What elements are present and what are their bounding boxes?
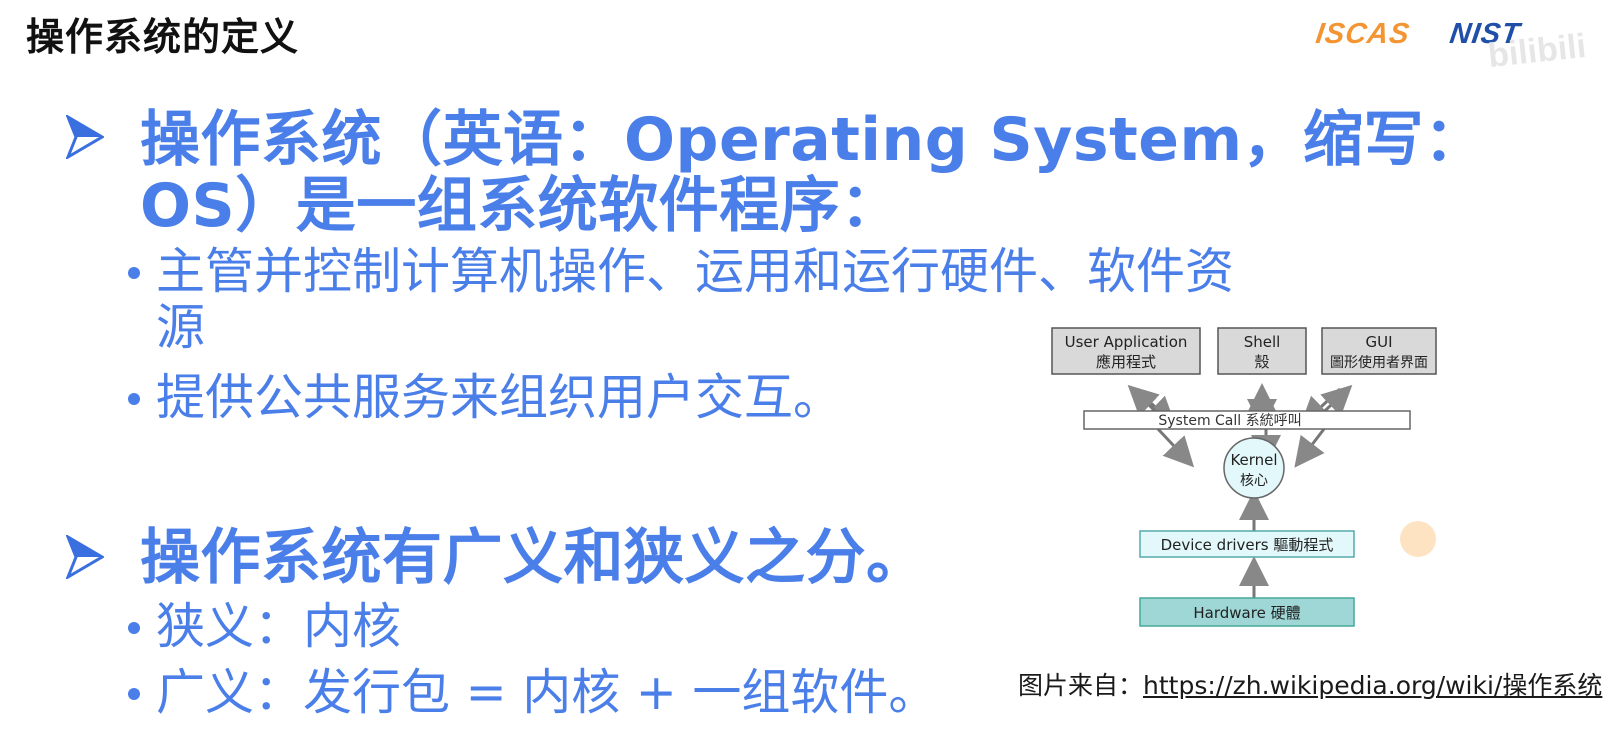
sub-bullet-control-hardware: 主管并控制计算机操作、运用和运行硬件、软件资 源 xyxy=(156,243,1235,356)
shell-label-zh: 殼 xyxy=(1254,353,1269,371)
user-application-label-zh: 應用程式 xyxy=(1096,353,1156,371)
sub-bullet-dot xyxy=(128,622,140,634)
gui-label-zh: 圖形使用者界面 xyxy=(1330,354,1428,371)
user-application-box xyxy=(1051,327,1201,375)
gui-box xyxy=(1321,327,1437,375)
bullet-heading-os-definition: 操作系统（英语：Operating System，缩写： OS）是一组系统软件程… xyxy=(140,105,1485,241)
sub-bullet-broad: 广义：发行包 = 内核 + 一组软件。 xyxy=(156,664,938,721)
gui-label-en: GUI xyxy=(1365,333,1392,351)
kernel-label-en: Kernel xyxy=(1230,451,1277,469)
sub-bullet-narrow: 狭义：内核 xyxy=(156,598,402,655)
sub-bullet-dot xyxy=(128,688,140,700)
os-architecture-diagram: User Application 應用程式 Shell 殼 GUI 圖形使用者界… xyxy=(1051,327,1437,627)
slide-title: 操作系统的定义 xyxy=(26,15,300,59)
sub-bullet-user-interaction: 提供公共服务来组织用户交互。 xyxy=(156,369,843,426)
arrow-bullet-icon xyxy=(66,115,104,159)
device-drivers-box xyxy=(1139,530,1355,558)
caption-prefix: 图片来自： xyxy=(1018,671,1144,700)
user-application-label-en: User Application xyxy=(1065,333,1188,351)
system-call-bar xyxy=(1083,410,1411,430)
sub-bullet-dot xyxy=(128,267,140,279)
kernel-circle xyxy=(1223,437,1285,499)
decorative-dot xyxy=(1400,521,1436,557)
device-drivers-label: Device drivers 驅動程式 xyxy=(1161,536,1334,554)
wikipedia-source-link[interactable]: https://zh.wikipedia.org/wiki/操作系统 xyxy=(1143,671,1603,700)
hardware-box xyxy=(1139,597,1355,627)
image-source-caption: 图片来自：https://zh.wikipedia.org/wiki/操作系统 xyxy=(1018,666,1602,702)
hardware-label: Hardware 硬體 xyxy=(1193,604,1300,622)
shell-label-en: Shell xyxy=(1244,333,1281,351)
arrow-bullet-icon xyxy=(66,535,104,579)
sub-bullet-dot xyxy=(128,393,140,405)
system-call-label: System Call 系統呼叫 xyxy=(1158,413,1301,429)
iscas-logo: ISCAS xyxy=(1313,18,1412,50)
kernel-label-zh: 核心 xyxy=(1240,473,1268,489)
shell-box xyxy=(1217,327,1307,375)
bullet-heading-broad-narrow: 操作系统有广义和狭义之分。 xyxy=(140,523,927,593)
